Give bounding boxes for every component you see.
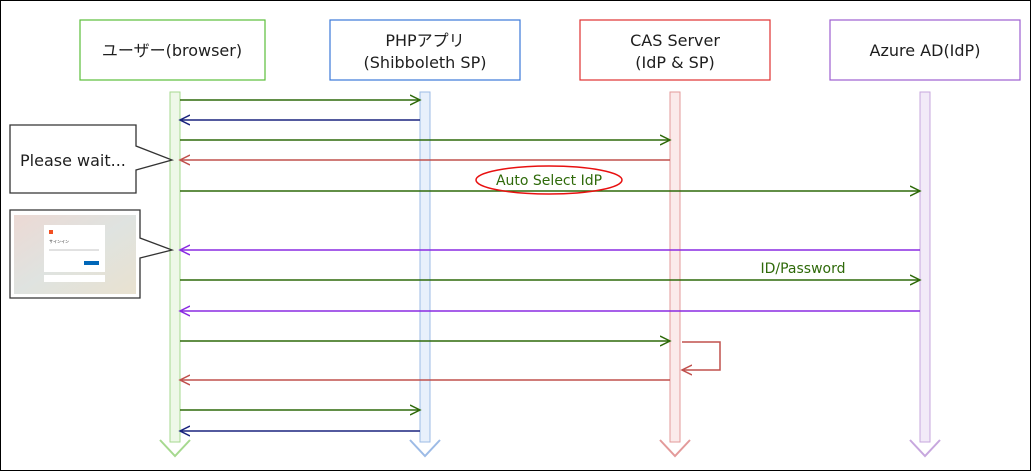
signin-text: サインイン <box>49 239 69 244</box>
participant-user: ユーザー(browser) <box>79 19 266 81</box>
please-wait-text: Please wait... <box>20 151 126 170</box>
auto-select-label: Auto Select IdP <box>496 173 602 189</box>
participant-cas-sublabel: (IdP & SP) <box>635 53 714 72</box>
participant-php: PHPアプリ (Shibboleth SP) <box>329 19 521 81</box>
participant-cas-label: CAS Server <box>630 31 720 50</box>
participant-user-label: ユーザー(browser) <box>102 41 242 60</box>
callout-please-wait: Please wait... <box>9 124 175 194</box>
lifeline-azure <box>909 91 941 458</box>
message-cas-self <box>682 341 721 370</box>
highlight-ellipse <box>475 165 623 195</box>
participant-php-label: PHPアプリ <box>385 31 464 50</box>
id-password-label: ID/Password <box>760 261 845 277</box>
participant-php-sublabel: (Shibboleth SP) <box>364 53 487 72</box>
lifeline-cas <box>659 91 691 458</box>
participant-cas: CAS Server (IdP & SP) <box>579 19 771 81</box>
lifeline-php <box>409 91 441 458</box>
participant-azure: Azure AD(IdP) <box>829 19 1021 81</box>
callout-signin-screenshot: サインイン <box>9 209 175 299</box>
lifeline-user <box>159 91 191 458</box>
participant-azure-label: Azure AD(IdP) <box>870 41 981 60</box>
